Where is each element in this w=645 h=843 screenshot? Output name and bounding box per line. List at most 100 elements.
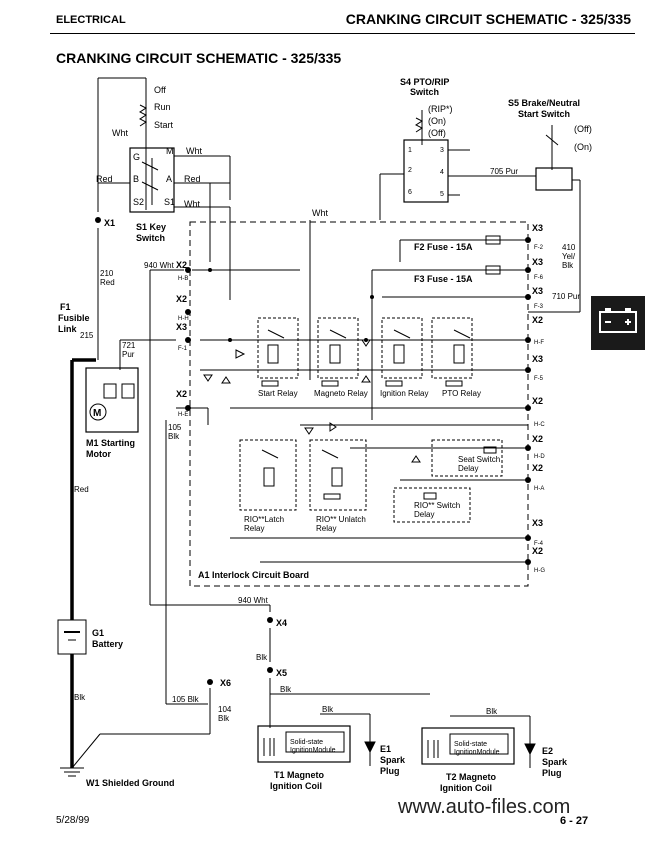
connector-x2-hf: X2 (532, 315, 543, 325)
page-header-title: CRANKING CIRCUIT SCHEMATIC - 325/335 (345, 11, 631, 27)
pto-pos-rip: (RIP*) (428, 104, 453, 114)
connector-x2-he: X2 (176, 389, 187, 399)
t2-coil-label: T2 Magneto (446, 772, 497, 782)
key-term-b: B (133, 174, 139, 184)
wire-210: 210 (100, 269, 114, 278)
connector-x3-f2: X3 (532, 223, 543, 233)
pto-pin-1: 1 (408, 147, 412, 154)
pin-hc: H-C (534, 422, 545, 428)
brake-switch-name-2: Start Switch (518, 109, 570, 119)
key-pos-off: Off (154, 85, 166, 95)
connector-x5: X5 (276, 668, 287, 678)
starting-motor-label-2: Motor (86, 449, 111, 459)
revision-date: 5/28/99 (56, 815, 90, 826)
pto-pin-3: 3 (440, 147, 444, 154)
pin-hg: H-G (534, 568, 545, 574)
wire-blk-ground: Blk (74, 693, 86, 702)
wire-label-red-1: Red (184, 174, 201, 184)
connector-x3-f6: X3 (532, 257, 543, 267)
key-switch-name: S1 Key (136, 222, 166, 232)
wire-label-wht-2: Wht (186, 146, 203, 156)
wire-410: 410 (562, 243, 576, 252)
connector-x3-f3: X3 (532, 286, 543, 296)
connector-x3-f5: X3 (532, 354, 543, 364)
wire-410-color: Yel/ (562, 252, 576, 261)
connector-x2-hd: X2 (532, 434, 543, 444)
wire-210-color: Red (100, 278, 115, 287)
pin-f2: F-2 (534, 245, 544, 251)
latch-relay-label: RIO**Latch (244, 515, 284, 524)
wire-721-color: Pur (122, 350, 135, 359)
wire-red-battery: Red (74, 485, 89, 494)
wire-940-wht: 940 Wht (144, 261, 175, 270)
watermark: www.auto-files.com (398, 796, 571, 818)
key-pos-start: Start (154, 120, 174, 130)
connector-x6: X6 (220, 678, 231, 688)
key-term-g: G (133, 152, 140, 162)
pin-ha: H-A (534, 486, 544, 492)
wire-label-red-2: Red (96, 174, 113, 184)
connector-x2-hb: X2 (176, 260, 187, 270)
pin-f6: F-6 (534, 275, 544, 281)
header-rule (50, 33, 635, 34)
section-tab[interactable] (591, 296, 645, 350)
fusible-link-label: F1 (60, 302, 71, 312)
starting-motor-label: M1 Starting (86, 438, 135, 448)
wire-104: 104 (218, 705, 232, 714)
spark-plug-1-label-3: Plug (380, 766, 400, 776)
pto-switch-name-2: Switch (410, 87, 439, 97)
unlatch-relay-label-2: Relay (316, 524, 336, 533)
seat-delay-label-2: Delay (458, 464, 478, 473)
wire-215: 215 (80, 331, 94, 340)
ignition-relay-label: Ignition Relay (380, 389, 428, 398)
connector-x3-f4: X3 (532, 518, 543, 528)
brake-pos-off: (Off) (574, 124, 592, 134)
rio-delay-label: RIO** Switch (414, 501, 460, 510)
unlatch-relay-label: RIO** Unlatch (316, 515, 366, 524)
wire-105-blk: 105 Blk (172, 695, 200, 704)
fuse-f2-label: F2 Fuse - 15A (414, 242, 473, 252)
battery-label: G1 (92, 628, 104, 638)
t2-module-label-2: IgnitionModule (454, 749, 500, 756)
t1-module-label: Solid-state (290, 739, 323, 746)
pto-pin-6: 6 (408, 189, 412, 196)
wire-label-wht-3: Wht (184, 199, 201, 209)
wire-105-color: Blk (168, 432, 180, 441)
shielded-ground-label: W1 Shielded Ground (86, 778, 175, 788)
brake-pos-on: (On) (574, 142, 592, 152)
pin-he: H-E (178, 412, 188, 418)
pto-relay-label: PTO Relay (442, 389, 481, 398)
battery-label-2: Battery (92, 639, 123, 649)
wire-label-wht-1: Wht (112, 128, 129, 138)
wire-104-color: Blk (218, 714, 230, 723)
pin-hd: H-D (534, 454, 545, 460)
connector-x4: X4 (276, 618, 287, 628)
key-switch-name-2: Switch (136, 233, 165, 243)
pin-hf: H-F (534, 340, 544, 346)
pto-pos-on: (On) (428, 116, 446, 126)
wire-blk-x4: Blk (256, 653, 268, 662)
spark-plug-2-label: E2 (542, 746, 553, 756)
pto-pos-off: (Off) (428, 128, 446, 138)
pto-switch-name: S4 PTO/RIP (400, 77, 449, 87)
page-number: 6 - 27 (560, 815, 589, 827)
pto-pin-2: 2 (408, 167, 412, 174)
t2-module-label: Solid-state (454, 741, 487, 748)
t1-module-label-2: IgnitionModule (290, 747, 336, 754)
wire-940-wht-2: 940 Wht (238, 596, 269, 605)
t2-coil-label-2: Ignition Coil (440, 783, 492, 793)
connector-x2-hc: X2 (532, 396, 543, 406)
start-relay-label: Start Relay (258, 389, 298, 398)
key-term-m: M (166, 146, 174, 156)
spark-plug-2-label-3: Plug (542, 768, 562, 778)
latch-relay-label-2: Relay (244, 524, 264, 533)
magneto-relay-label: Magneto Relay (314, 389, 368, 398)
connector-x2-hg: X2 (532, 546, 543, 556)
section-label: ELECTRICAL (56, 14, 126, 26)
diagram-title: CRANKING CIRCUIT SCHEMATIC - 325/335 (56, 50, 342, 66)
spark-plug-1-label: E1 (380, 744, 391, 754)
pto-pin-5: 5 (440, 191, 444, 198)
wire-705-pur: 705 Pur (490, 167, 518, 176)
key-term-s2: S2 (133, 197, 144, 207)
